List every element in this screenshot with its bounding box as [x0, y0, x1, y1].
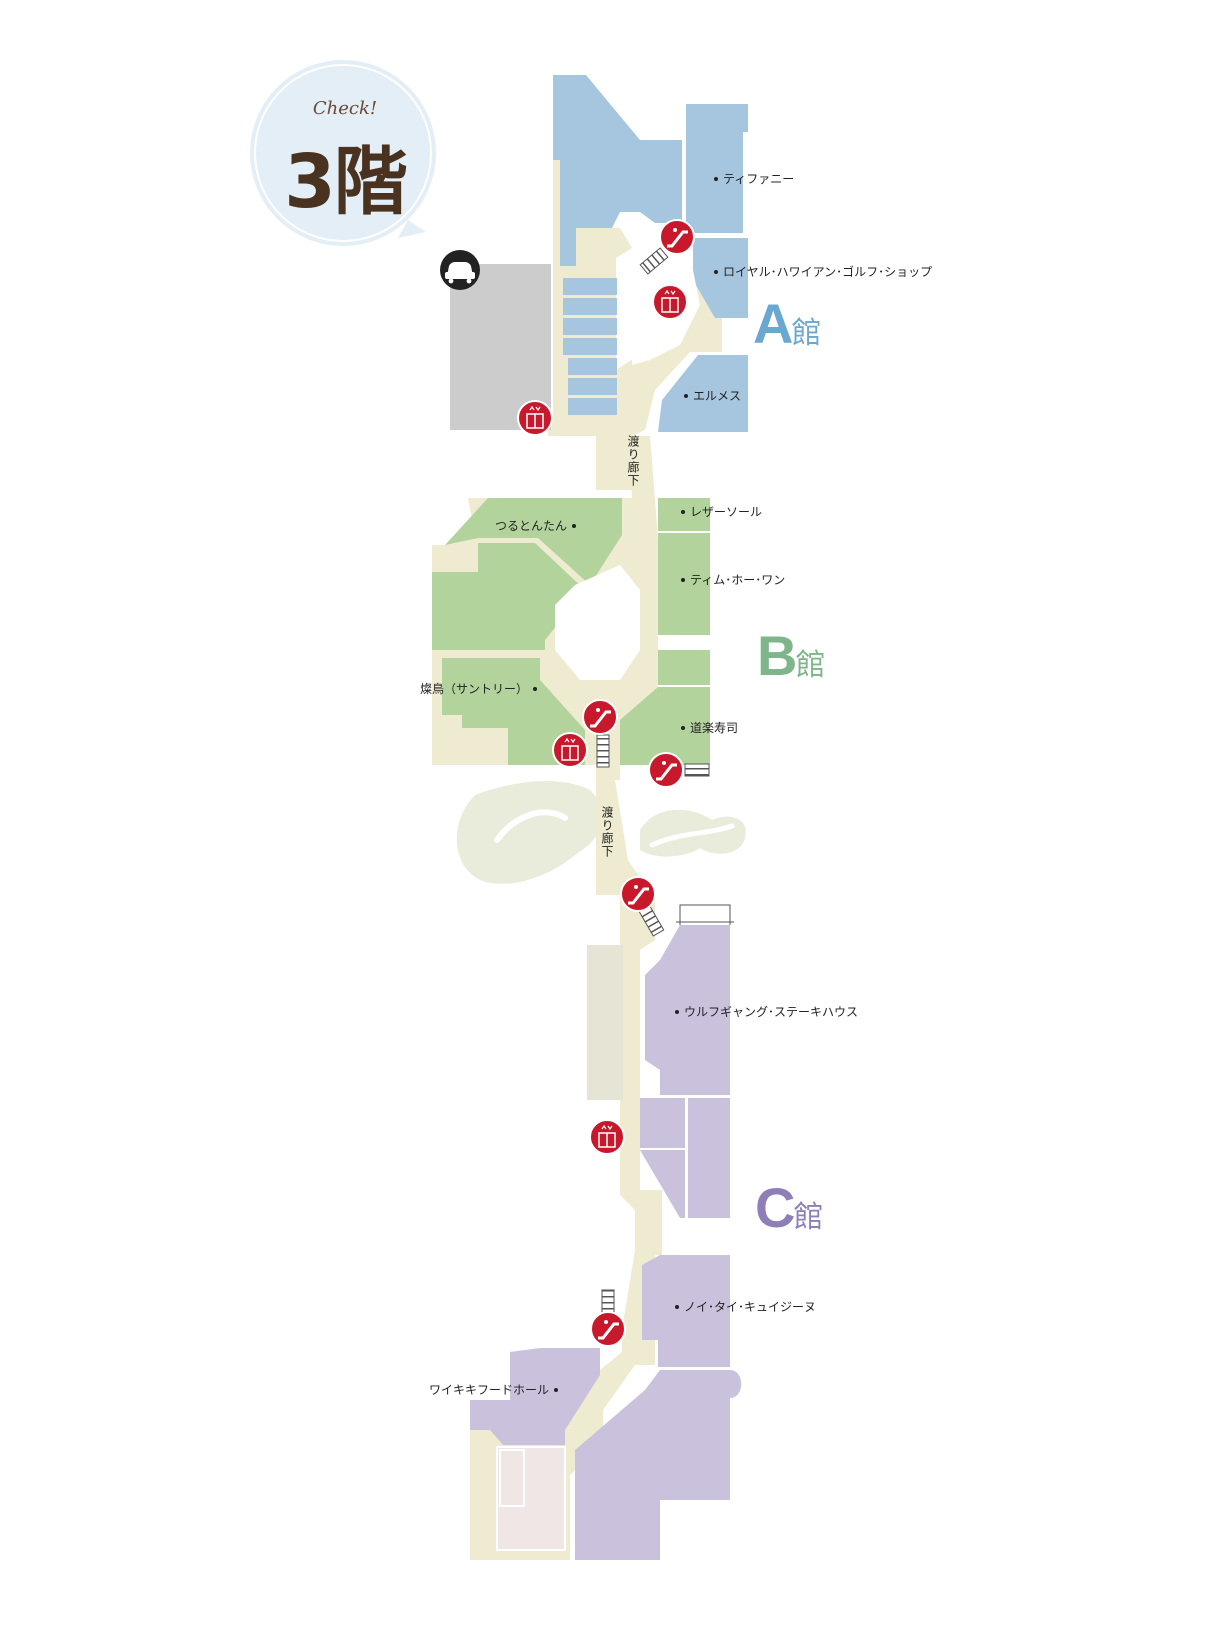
building-c	[470, 780, 742, 1560]
building-c-letter: C	[755, 1176, 795, 1239]
store-label-royal-hawaiian: ロイヤル･ハワイアン･ゴルフ･ショップ	[714, 265, 932, 279]
escalator-steps	[596, 247, 710, 1319]
building-a	[450, 75, 748, 490]
car-icon	[440, 250, 480, 290]
store-c-unit-1	[640, 1098, 685, 1148]
store-label-leather-soul: レザーソール	[681, 505, 762, 519]
store-label-tsurutontan: つるとんたん	[495, 519, 577, 533]
building-b-label: B館	[757, 628, 825, 684]
store-waikiki-food-hall	[470, 1348, 600, 1445]
building-a-letter: A	[753, 292, 793, 355]
garden	[456, 780, 746, 884]
store-tsurutontan	[445, 498, 622, 585]
store-hermes	[658, 355, 748, 432]
store-tiffany	[686, 104, 748, 233]
store-leather-soul	[658, 498, 710, 531]
store-c-large	[575, 1370, 742, 1560]
store-label-waikiki-food-hall: ワイキキフードホール	[429, 1383, 559, 1397]
store-a-units	[563, 278, 617, 415]
store-c-unit-2	[688, 1098, 730, 1218]
badge-check-text: Check!	[312, 98, 378, 119]
escalator-icon	[659, 219, 695, 255]
store-c-side	[587, 945, 623, 1100]
store-label-noi-thai: ノイ･タイ･キュイジーヌ	[675, 1300, 816, 1314]
store-b-right-mid	[658, 650, 710, 685]
store-c-unit-3	[640, 1150, 685, 1218]
corridor-label-ab: 渡り廊下	[626, 435, 640, 487]
floor-number: 3階	[284, 139, 408, 225]
floor-badge	[246, 56, 440, 250]
store-tim-ho-wan	[658, 533, 710, 635]
store-label-tiffany: ティファニー	[714, 172, 794, 186]
store-doraku-sushi	[620, 687, 710, 765]
building-c-label: C館	[755, 1180, 823, 1236]
escalator-icon	[590, 1311, 626, 1347]
c-roof-outline	[679, 904, 731, 925]
building-a-suffix: 館	[791, 316, 822, 351]
store-noi-thai	[642, 1255, 730, 1367]
elevator-icon	[589, 1119, 625, 1155]
building-a-label: A館	[753, 296, 821, 352]
escalator-icon	[582, 699, 618, 735]
building-c-suffix: 館	[793, 1200, 824, 1235]
elevator-icon	[652, 284, 688, 320]
building-b-letter: B	[757, 624, 797, 687]
escalator-icon	[648, 752, 684, 788]
store-b-left-upper	[432, 543, 585, 650]
store-royal-hawaiian	[693, 238, 748, 318]
building-b-suffix: 館	[795, 648, 826, 683]
corridor-c	[470, 780, 662, 1560]
store-label-sakudori: 燦鳥（サントリー）	[420, 682, 538, 696]
elevator-icon	[552, 732, 588, 768]
escalator-icon	[620, 876, 656, 912]
store-sakudori	[442, 658, 585, 765]
store-wolfgang	[645, 925, 730, 1095]
store-a-top	[553, 75, 682, 266]
store-label-wolfgang: ウルフギャング･ステーキハウス	[675, 1005, 858, 1019]
building-b	[432, 436, 710, 780]
corridor-label-bc: 渡り廊下	[600, 806, 614, 858]
store-label-doraku-sushi: 道楽寿司	[681, 721, 738, 735]
store-label-tim-ho-wan: ティム･ホー･ワン	[681, 573, 785, 587]
store-label-hermes: エルメス	[684, 389, 741, 403]
elevator-icon	[517, 400, 553, 436]
